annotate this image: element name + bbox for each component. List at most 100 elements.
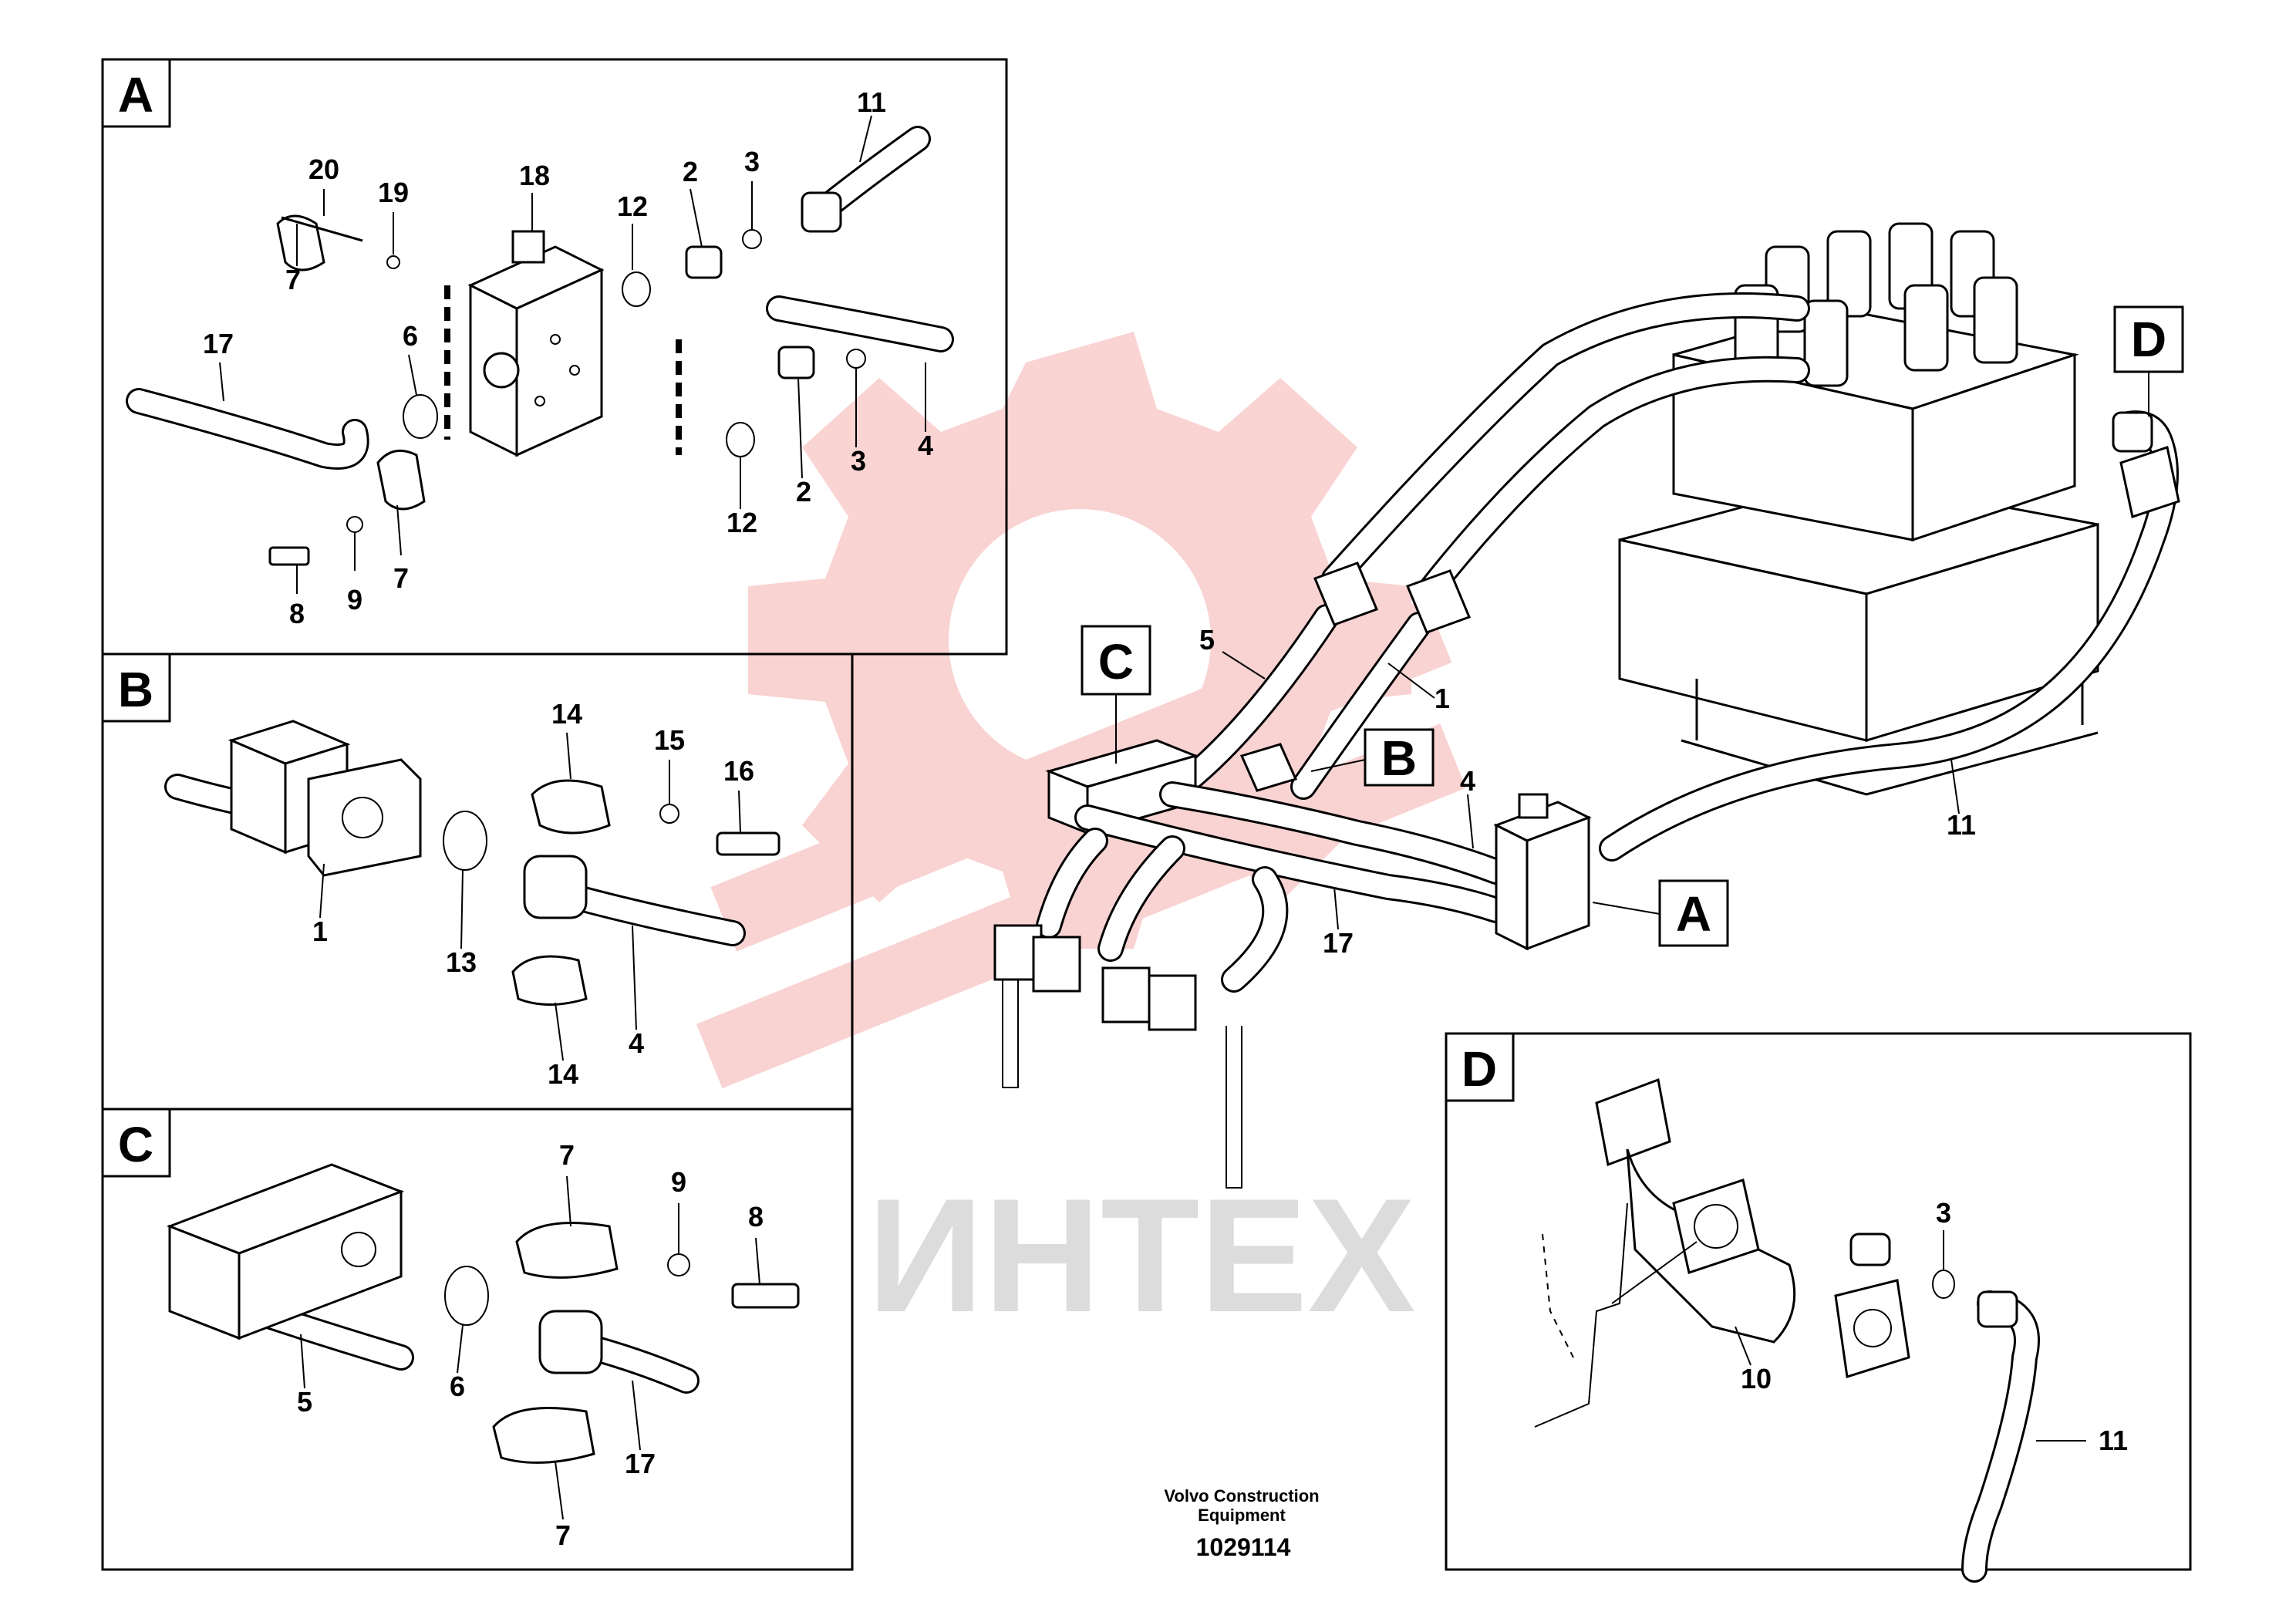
flange-lower-d bbox=[1834, 1279, 1910, 1378]
clamp-7-upper bbox=[276, 214, 325, 271]
main-leaders bbox=[1222, 651, 1960, 930]
label-1-b: 1 bbox=[312, 916, 328, 947]
panel-c-frame bbox=[101, 1108, 854, 1571]
panel-a: A bbox=[101, 58, 1008, 656]
label-13: 13 bbox=[446, 946, 477, 978]
main-assembly: C B A D 5 1 4 17 11 bbox=[993, 222, 2184, 1189]
callout-arrows bbox=[1115, 372, 2149, 915]
label-11-a: 11 bbox=[857, 86, 886, 118]
label-3-d: 3 bbox=[1936, 1197, 1951, 1229]
label-4-b: 4 bbox=[629, 1027, 644, 1059]
flange-mid-d bbox=[1672, 1179, 1760, 1274]
bolt-16 bbox=[716, 831, 781, 856]
label-4-a: 4 bbox=[918, 430, 933, 461]
label-14-lower: 14 bbox=[548, 1058, 578, 1090]
seal-3-lower bbox=[846, 349, 866, 369]
footer-line1: Volvo Construction bbox=[1164, 1486, 1319, 1506]
label-7-lower: 7 bbox=[393, 562, 409, 594]
label-12-upper: 12 bbox=[617, 191, 648, 222]
clamp-7-c-upper bbox=[515, 1222, 619, 1279]
oring-6-c bbox=[444, 1266, 489, 1326]
panel-b: B 14 15 16 1 13 4 14 bbox=[101, 653, 854, 1111]
label-17-a: 17 bbox=[203, 328, 234, 359]
panel-b-letter: B bbox=[118, 662, 153, 717]
label-12-lower: 12 bbox=[727, 507, 757, 538]
clamp-7-c-lower bbox=[492, 1407, 595, 1464]
oring-12-lower bbox=[726, 422, 755, 457]
washer-9-c bbox=[667, 1253, 690, 1276]
washer-9-a bbox=[346, 516, 363, 533]
watermark-text: ИНТЕХ bbox=[867, 1165, 1415, 1346]
label-5-c: 5 bbox=[297, 1386, 312, 1418]
panel-d-letter: D bbox=[1462, 1041, 1497, 1097]
label-8-a: 8 bbox=[289, 598, 305, 629]
label-18: 18 bbox=[519, 160, 550, 191]
panel-d-frame bbox=[1445, 1032, 2192, 1571]
clamp-7-lower bbox=[376, 449, 426, 511]
seal-3-upper bbox=[742, 229, 762, 249]
panel-a-letter-box bbox=[101, 58, 171, 128]
adapter-2-lower bbox=[777, 346, 815, 379]
panel-b-letter-box bbox=[101, 653, 171, 723]
panel-d: D 3 10 11 bbox=[1445, 1032, 2192, 1583]
label-11-main: 11 bbox=[1947, 809, 1976, 841]
callout-a: A bbox=[1676, 886, 1711, 942]
callout-d: D bbox=[2131, 312, 2166, 367]
label-2-lower: 2 bbox=[796, 476, 811, 508]
fitting-17-c bbox=[538, 1310, 603, 1374]
label-6-c: 6 bbox=[450, 1371, 465, 1402]
label-10: 10 bbox=[1741, 1363, 1772, 1394]
panel-a-leaders bbox=[219, 115, 926, 594]
label-3-upper: 3 bbox=[744, 146, 760, 177]
panel-d-letter-box bbox=[1445, 1032, 1515, 1102]
label-14-upper: 14 bbox=[551, 698, 582, 730]
label-17-main: 17 bbox=[1323, 927, 1354, 959]
panel-c-letter: C bbox=[118, 1117, 153, 1172]
washer-15 bbox=[659, 804, 679, 824]
label-8-c: 8 bbox=[748, 1201, 764, 1233]
callout-b-box bbox=[1364, 728, 1435, 787]
oring-13 bbox=[443, 811, 487, 871]
label-16: 16 bbox=[723, 755, 754, 787]
panel-c-leaders bbox=[300, 1175, 760, 1520]
bolt-8-a bbox=[268, 546, 310, 566]
fitting-d bbox=[1849, 1233, 1891, 1266]
footer-line2: Equipment bbox=[1198, 1506, 1286, 1525]
oring-6-a bbox=[403, 394, 438, 439]
adapter-2-upper bbox=[685, 245, 723, 279]
footer-code: 1029114 bbox=[1196, 1533, 1291, 1561]
footer: Volvo Construction Equipment 1029114 bbox=[1164, 1486, 1319, 1561]
label-5-main: 5 bbox=[1199, 624, 1215, 656]
label-4-main: 4 bbox=[1460, 765, 1475, 797]
label-11-d: 11 bbox=[2099, 1425, 2128, 1456]
label-7-c-lower: 7 bbox=[555, 1519, 571, 1551]
label-15: 15 bbox=[654, 724, 685, 756]
callout-c-box bbox=[1081, 625, 1151, 696]
label-9-a: 9 bbox=[347, 584, 362, 615]
label-1-main: 1 bbox=[1435, 683, 1450, 714]
fitting-11-a bbox=[801, 191, 842, 233]
callout-c: C bbox=[1098, 634, 1134, 690]
label-17-c: 17 bbox=[625, 1448, 656, 1479]
bolt-8-c bbox=[731, 1283, 800, 1309]
label-7-upper: 7 bbox=[285, 264, 301, 295]
clamp-14-lower bbox=[511, 955, 588, 1006]
label-7-c-upper: 7 bbox=[559, 1139, 575, 1171]
label-6-a: 6 bbox=[403, 320, 418, 352]
panel-b-leaders bbox=[319, 732, 741, 1061]
label-20: 20 bbox=[308, 153, 339, 185]
panel-a-letter: A bbox=[118, 67, 153, 123]
seal-3-d bbox=[1932, 1270, 1955, 1299]
label-2-upper: 2 bbox=[683, 156, 698, 187]
label-9-c: 9 bbox=[671, 1166, 686, 1198]
panel-d-leaders bbox=[1611, 1230, 2086, 1442]
washer-19 bbox=[386, 255, 400, 269]
oring-12-upper bbox=[622, 271, 651, 307]
valve-block bbox=[467, 230, 605, 457]
callout-b: B bbox=[1381, 730, 1417, 786]
label-3-lower: 3 bbox=[851, 445, 866, 477]
flange-1 bbox=[307, 758, 422, 877]
bolt-20 bbox=[281, 216, 363, 242]
panel-c-letter-box bbox=[101, 1108, 171, 1178]
